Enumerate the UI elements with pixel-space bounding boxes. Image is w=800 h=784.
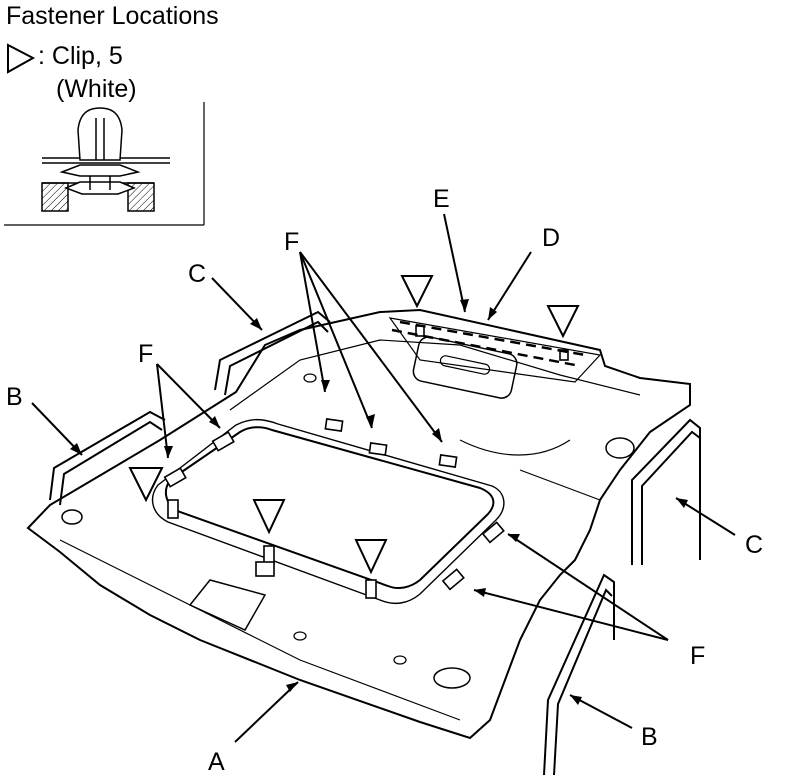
- clip-marker-5: [546, 305, 580, 339]
- callout-a: A: [208, 748, 225, 776]
- arrowheads: [70, 299, 688, 705]
- trim-b-left: [49, 410, 166, 501]
- clip-marker-1: [128, 467, 164, 503]
- trim-c-right: [631, 418, 701, 565]
- clip-marker-3: [354, 539, 388, 575]
- leader-lines: [31, 213, 736, 743]
- callout-b-right: B: [641, 723, 658, 751]
- callout-e: E: [433, 185, 450, 213]
- diagram-title: Fastener Locations: [6, 2, 219, 30]
- clip-location-markers: [128, 275, 580, 575]
- callout-c-right: C: [745, 531, 763, 559]
- callout-b-left: B: [6, 383, 23, 411]
- legend-triangle-icon: [7, 43, 36, 74]
- callout-f-right: F: [690, 642, 705, 670]
- fastener-tabs: [163, 418, 505, 591]
- callout-f-left: F: [138, 340, 153, 368]
- headliner-panel: [26, 308, 691, 740]
- callout-d: D: [542, 224, 560, 252]
- trim-c-left: [214, 310, 331, 391]
- trim-b-right: [543, 573, 615, 776]
- legend-clip-color: (White): [56, 75, 137, 103]
- clip-marker-4: [400, 275, 434, 309]
- callout-f-top: F: [284, 228, 299, 256]
- callout-c-left: C: [188, 260, 206, 288]
- clip-marker-2: [252, 499, 286, 535]
- legend-clip-label: : Clip, 5: [38, 42, 123, 70]
- clip-detail-inset: [4, 102, 205, 226]
- trim-strips: [49, 310, 701, 776]
